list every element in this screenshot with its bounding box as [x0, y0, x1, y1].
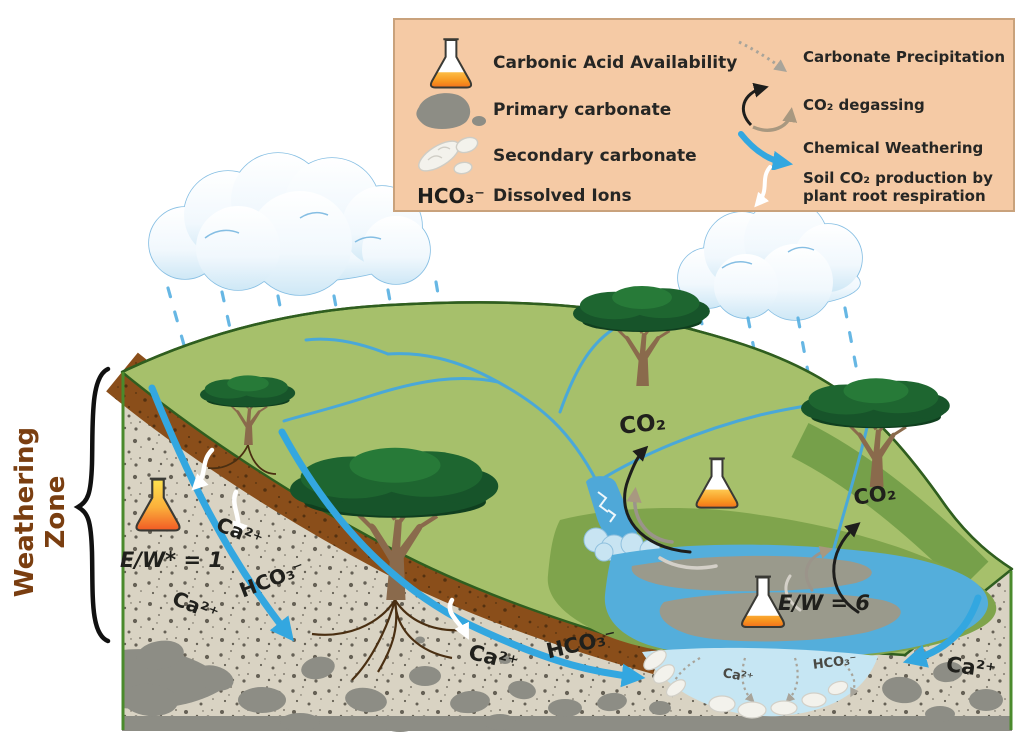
legend-row-soil-co2: Soil CO₂ production by plant root respir… — [725, 162, 1024, 214]
secondary-carbonate-icon — [409, 132, 493, 180]
legend-label: Secondary carbonate — [493, 146, 697, 166]
carbonate-precipitation-arrow-icon — [725, 34, 803, 82]
hillside-dark-band-right — [791, 423, 989, 589]
legend-row-co2-degassing: CO₂ degassing — [725, 80, 1024, 132]
legend-box: Carbonic Acid Availability Primary carbo… — [393, 18, 1015, 212]
rain-cloud-right — [677, 198, 863, 321]
legend-row-carbonate-precipitation: Carbonate Precipitation — [725, 34, 1024, 82]
dissolved-ions-icon: HCO₃⁻ — [417, 184, 485, 208]
primary-carbonate-rocks — [122, 635, 1003, 732]
co2-degassing-waterfall — [623, 445, 718, 570]
co2-degassing-lake — [784, 522, 861, 614]
legend-label: Dissolved Ions — [493, 186, 632, 206]
co2-label-waterfall: CO₂ — [618, 409, 667, 440]
chemical-weathering-arrows — [148, 384, 982, 688]
tree-roots-left — [207, 444, 277, 475]
legend-row-secondary-carbonate: Secondary carbonate — [409, 132, 763, 180]
chemical-weathering-arrow-icon — [725, 128, 803, 170]
legend-row-chemical-weathering: Chemical Weathering — [725, 128, 1024, 170]
ew-ratio-floodplain-label: E/W = 6 — [778, 591, 871, 615]
co2-degassing-arrow-icon — [725, 79, 803, 133]
legend-row-carbonic-acid: Carbonic Acid Availability — [409, 32, 763, 94]
legend-row-primary-carbonate: Primary carbonate — [409, 86, 763, 134]
soil-co2-arrows — [191, 447, 469, 640]
legend-label: Primary carbonate — [493, 100, 672, 120]
weathered-regolith — [122, 372, 1012, 731]
weathering-zone-label: Weathering Zone — [10, 426, 72, 598]
secondary-carbonate-deposits — [643, 649, 849, 719]
legend-label: Carbonate Precipitation — [803, 48, 1006, 67]
legend-label: CO₂ degassing — [803, 96, 925, 115]
weathering-zone-brace — [73, 366, 111, 644]
flask-hillslope — [695, 457, 739, 509]
legend-label: Chemical Weathering — [803, 139, 984, 158]
waterfall — [583, 476, 661, 562]
flask-upland — [135, 477, 181, 532]
legend-label: Carbonic Acid Availability — [493, 53, 738, 73]
legend-row-dissolved-ions: HCO₃⁻ Dissolved Ions — [409, 176, 763, 216]
legend-label: Soil CO₂ production by plant root respir… — [803, 169, 993, 205]
ew-ratio-upland-label: E/W* = 1 — [120, 548, 223, 572]
tree-roots-center — [311, 599, 463, 681]
rain-cloud-left — [148, 152, 431, 296]
flask-icon — [409, 34, 493, 92]
primary-carbonate-icon — [409, 87, 493, 133]
flask-floodplain — [741, 575, 785, 629]
soil-co2-arrow-icon — [725, 163, 803, 213]
